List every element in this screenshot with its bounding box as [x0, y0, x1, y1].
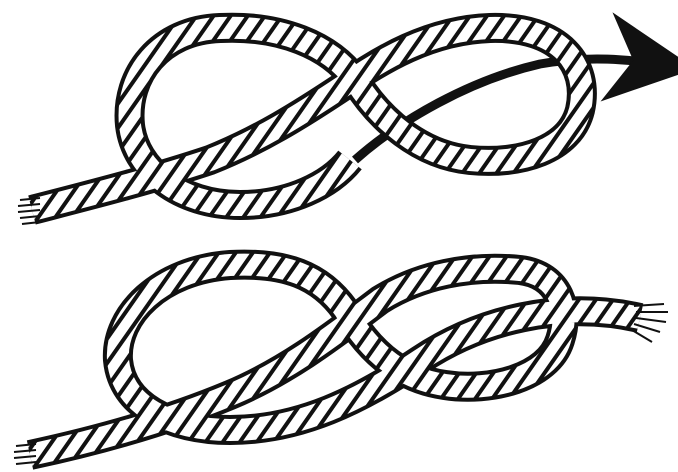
loose-knot-panel: [18, 28, 660, 224]
rope-strand: [32, 28, 582, 210]
tight-knot-panel: [14, 265, 668, 464]
rope-strand: [30, 265, 640, 455]
